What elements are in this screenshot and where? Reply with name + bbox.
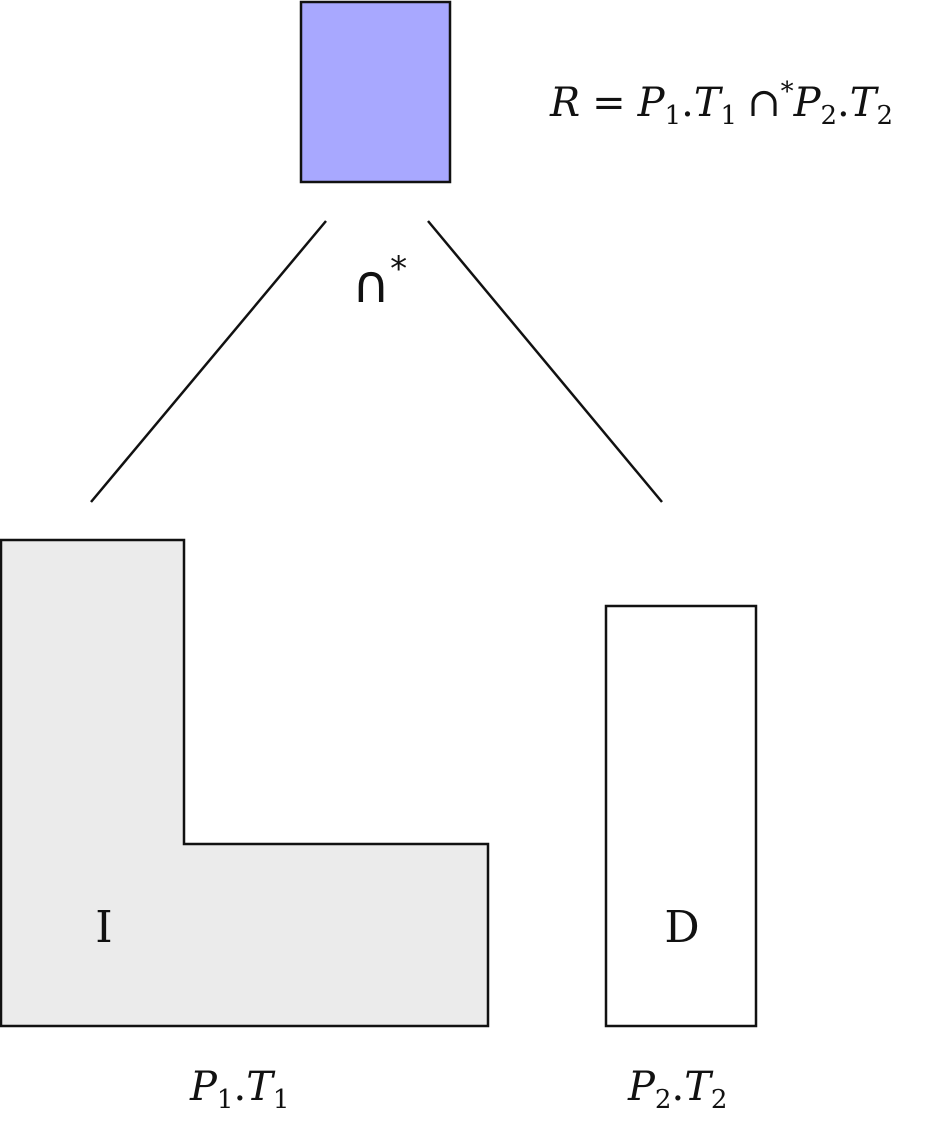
region-d-caption: P2.T2 bbox=[627, 1064, 727, 1115]
operator-label: ∩* bbox=[352, 249, 407, 315]
region-i-caption: P1.T1 bbox=[189, 1064, 289, 1115]
equation: R=P1.T1∩*P2.T2 bbox=[549, 77, 893, 131]
right-branch-line bbox=[427, 220, 663, 503]
region-d-label: D bbox=[664, 902, 699, 953]
left-branch-line bbox=[90, 220, 327, 503]
region-i-shape bbox=[0, 538, 490, 1028]
region-d-shape bbox=[604, 604, 758, 1028]
region-i-label: I bbox=[95, 902, 112, 953]
result-square bbox=[299, 0, 452, 184]
